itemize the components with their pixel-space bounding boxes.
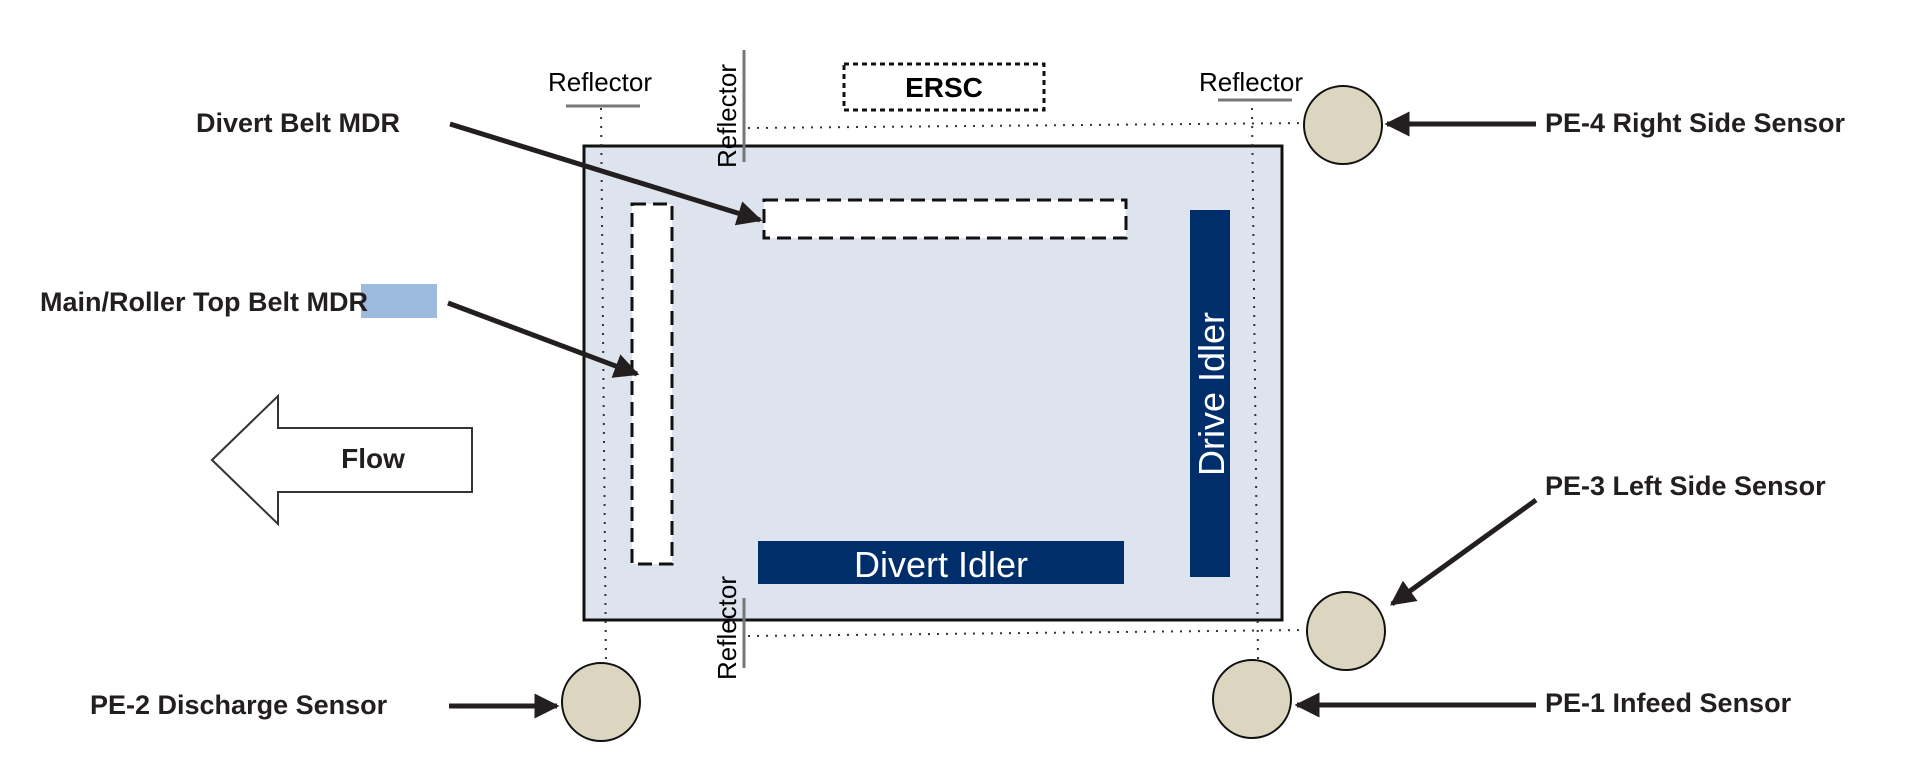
- drive-idler-label: Drive Idler: [1191, 312, 1232, 476]
- pe3-label: PE-3 Left Side Sensor: [1545, 471, 1826, 501]
- flow-arrow: [210, 393, 473, 527]
- beam-pe3: [747, 629, 1307, 637]
- pe2-label: PE-2 Discharge Sensor: [90, 690, 388, 720]
- main-roller-prefix: Main/Roller Top Belt: [40, 287, 307, 317]
- reflector-label-top-left: Reflector: [548, 67, 652, 97]
- reflector-marks: [566, 50, 1292, 668]
- mdr-highlight: [361, 284, 437, 318]
- pe1-sensor-icon: [1212, 659, 1292, 739]
- flow-label: Flow: [341, 443, 405, 474]
- reflector-label-top-right: Reflector: [1199, 67, 1303, 97]
- main-roller-mdr-roller: [630, 202, 674, 566]
- main-roller-mdr-text: MDR: [307, 287, 369, 317]
- pe2-sensor-icon: [561, 662, 641, 742]
- ersc-box: [842, 62, 1046, 112]
- reflector-label-vert-bottom: Reflector: [712, 576, 742, 680]
- beam-pe1: [1251, 107, 1259, 661]
- drive-idler: [1190, 210, 1230, 577]
- main-roller-mdr-label: Main/Roller Top Belt MDR: [40, 287, 368, 317]
- pe3-sensor-icon: [1306, 591, 1386, 671]
- arrow-divert-belt-mdr: [449, 121, 763, 226]
- divert-idler-label: Divert Idler: [854, 544, 1028, 585]
- pointer-arrows: [447, 111, 1538, 719]
- divert-belt-mdr-label: Divert Belt MDR: [196, 108, 400, 138]
- arrow-main-roller-mdr: [447, 300, 640, 378]
- beam-pe4: [747, 122, 1307, 129]
- arrow-pe3: [1389, 497, 1538, 607]
- pe4-sensor-icon: [1303, 85, 1383, 165]
- pe4-label: PE-4 Right Side Sensor: [1545, 108, 1846, 138]
- sensor-beams: [600, 107, 1307, 666]
- ersc-label: ERSC: [905, 72, 983, 103]
- pe1-label: PE-1 Infeed Sensor: [1545, 688, 1792, 718]
- reflector-label-vert-top: Reflector: [712, 64, 742, 168]
- divert-idler: [758, 541, 1124, 584]
- divert-belt-mdr-roller: [762, 198, 1128, 240]
